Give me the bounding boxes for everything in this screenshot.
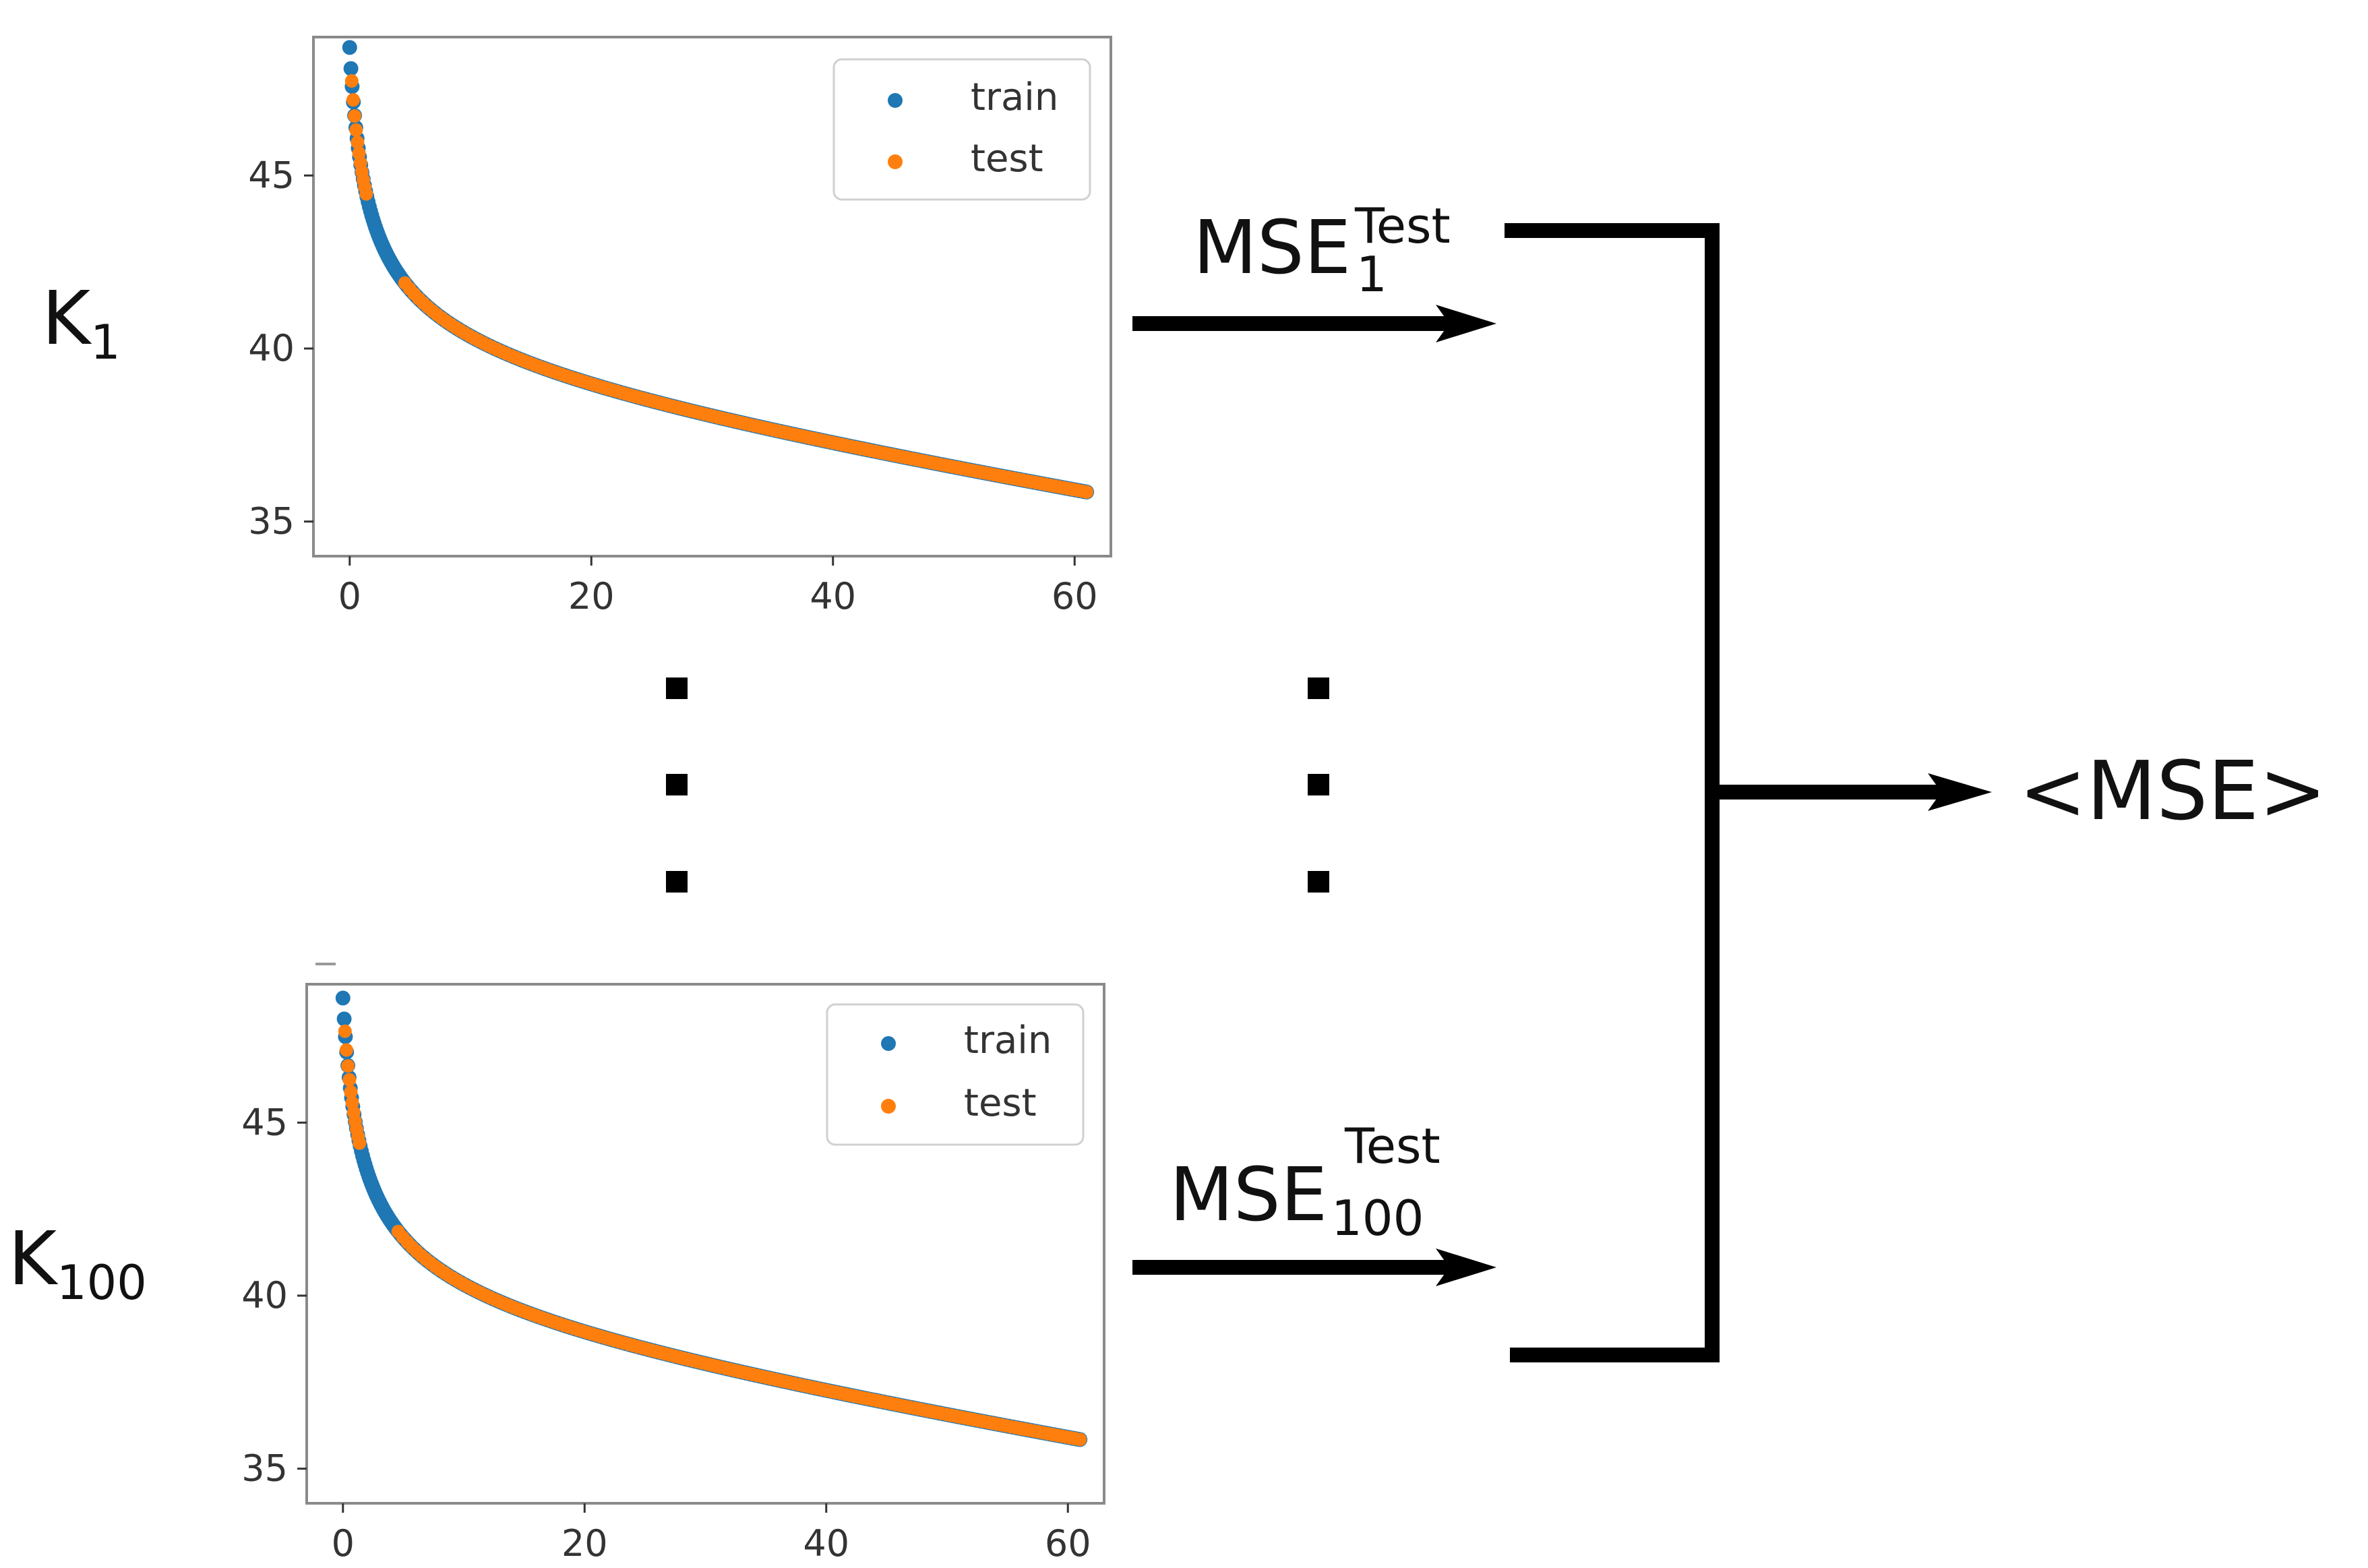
data-point-test	[1080, 485, 1094, 499]
data-point-test	[348, 109, 362, 123]
legend-label-test: test	[964, 1081, 1037, 1125]
x-tick-label: 20	[561, 1522, 608, 1565]
legend-label-train: train	[971, 76, 1058, 119]
label-k1: K1	[42, 275, 121, 370]
plot-frame	[305, 983, 1105, 1505]
label-mse-100-sup: Test	[1344, 1118, 1440, 1174]
label-mse-100-sub: 100	[1331, 1190, 1424, 1246]
axis-ticks: 0 20 40 60 35 40 45	[241, 1101, 1091, 1565]
data-point-test	[344, 74, 359, 88]
ellipsis-left	[666, 677, 688, 893]
data-point-test	[351, 135, 365, 150]
legend-marker-train	[888, 93, 903, 108]
label-mse-1-sup: Test	[1354, 198, 1451, 254]
arrow-bottom	[1132, 1248, 1496, 1286]
legend-marker-test	[888, 154, 903, 169]
data-point-test	[349, 123, 363, 137]
data-point-test	[341, 1059, 355, 1073]
data-point-test	[338, 1024, 352, 1038]
data-point-test	[339, 1043, 353, 1057]
x-tick-label: 60	[1045, 1522, 1091, 1565]
label-k100: K100	[8, 1215, 147, 1310]
x-tick-label: 40	[810, 575, 856, 617]
plot-frame	[312, 36, 1112, 557]
label-mse-1: MSE	[1193, 204, 1351, 291]
x-tick-label: 0	[338, 575, 361, 617]
bracket	[1505, 223, 1720, 1362]
x-tick-label: 40	[803, 1522, 849, 1565]
series-test	[338, 1024, 1087, 1447]
legend-marker-train	[881, 1036, 896, 1051]
series-test	[344, 74, 1094, 499]
label-mse-100: MSE	[1170, 1151, 1327, 1238]
label-k100-base: K	[8, 1215, 59, 1302]
plot-k100: 0 20 40 60 35 40 45 train test	[241, 983, 1105, 1565]
y-tick-label: 45	[248, 154, 295, 196]
legend-label-train: train	[964, 1019, 1052, 1062]
label-mse-1-base: MSE	[1193, 204, 1351, 291]
data-point-train	[343, 61, 359, 76]
data-point-test	[359, 187, 373, 201]
y-tick-label: 40	[241, 1274, 288, 1317]
data-point-test	[346, 93, 360, 107]
y-tick-label: 35	[248, 500, 295, 543]
data-point-train	[335, 990, 351, 1006]
plot-k1: 0 20 40 60 35 40 45 train test	[248, 36, 1112, 617]
arrow-to-mean	[1712, 773, 1992, 811]
data-point-test	[1073, 1433, 1087, 1447]
legend-label-test: test	[971, 137, 1043, 181]
label-k100-sub: 100	[57, 1255, 147, 1310]
y-tick-label: 40	[248, 327, 295, 369]
label-mse-1-sub: 1	[1356, 246, 1387, 303]
y-tick-label: 35	[241, 1447, 288, 1490]
label-mse-100-base: MSE	[1170, 1151, 1327, 1238]
legend: train test	[832, 58, 1091, 201]
x-tick-label: 60	[1052, 575, 1098, 617]
arrow-top	[1132, 305, 1496, 342]
data-point-test	[353, 1136, 367, 1150]
label-k1-sub: 1	[90, 315, 121, 370]
x-tick-label: 20	[568, 575, 615, 617]
data-point-test	[342, 1073, 357, 1087]
legend: train test	[826, 1003, 1085, 1146]
x-tick-label: 0	[332, 1522, 355, 1565]
data-point-train	[342, 40, 357, 55]
legend-marker-test	[881, 1099, 896, 1114]
data-point-test	[344, 1085, 358, 1099]
label-k1-base: K	[42, 275, 92, 361]
ellipsis-right	[1308, 677, 1329, 893]
axis-ticks: 0 20 40 60 35 40 45	[248, 154, 1097, 617]
data-point-train	[336, 1011, 352, 1027]
y-tick-label: 45	[241, 1101, 288, 1143]
label-mean-mse: <MSE>	[2019, 745, 2327, 839]
